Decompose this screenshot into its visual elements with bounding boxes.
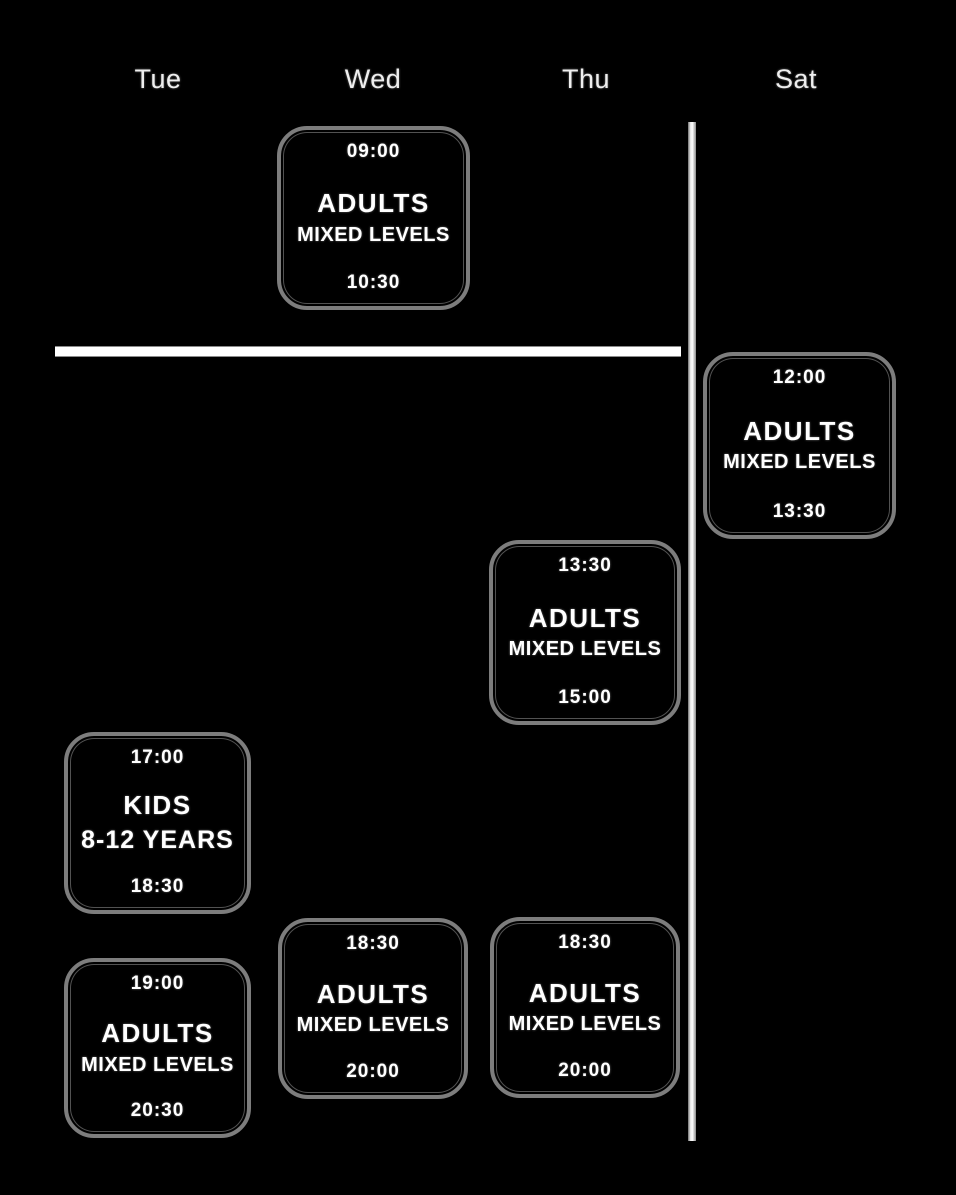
day-header-wed: Wed xyxy=(344,64,402,94)
class-subtitle: MIXED LEVELS xyxy=(296,1014,450,1037)
class-subtitle: 8-12 YEARS xyxy=(81,825,234,854)
day-header-sat: Sat xyxy=(774,64,818,94)
class-title: ADULTS xyxy=(316,978,430,1009)
class-card-thu-1830: 18:30 ADULTS MIXED LEVELS 20:00 xyxy=(490,917,680,1098)
class-info: ADULTS MIXED LEVELS xyxy=(297,980,450,1038)
morning-row-divider-line xyxy=(55,346,681,357)
class-title: ADULTS xyxy=(317,188,430,219)
class-start-time: 13:30 xyxy=(558,555,612,576)
class-end-time: 15:00 xyxy=(558,687,612,709)
class-info: ADULTS MIXED LEVELS xyxy=(297,189,450,247)
class-start-time: 18:30 xyxy=(558,932,612,953)
class-end-time: 10:30 xyxy=(346,272,401,294)
class-info: ADULTS MIXED LEVELS xyxy=(509,979,662,1037)
class-info: ADULTS MIXED LEVELS xyxy=(723,417,876,475)
class-start-time: 17:00 xyxy=(130,747,185,768)
class-start-time: 12:00 xyxy=(772,367,827,388)
class-end-time: 20:00 xyxy=(558,1060,612,1082)
class-subtitle: MIXED LEVELS xyxy=(723,451,876,474)
saturday-column-divider-line xyxy=(688,122,696,1141)
class-start-time: 18:30 xyxy=(346,933,400,954)
day-header-tue: Tue xyxy=(134,64,182,94)
class-title: ADULTS xyxy=(528,977,642,1008)
class-card-wed-1830: 18:30 ADULTS MIXED LEVELS 20:00 xyxy=(278,918,468,1099)
class-card-wed-0900: 09:00 ADULTS MIXED LEVELS 10:30 xyxy=(277,126,470,310)
day-header-thu: Thu xyxy=(561,64,611,94)
class-info: ADULTS MIXED LEVELS xyxy=(81,1019,234,1077)
class-title: ADULTS xyxy=(528,602,642,633)
class-info: KIDS 8-12 YEARS xyxy=(81,791,234,854)
class-card-sat-1200: 12:00 ADULTS MIXED LEVELS 13:30 xyxy=(703,352,896,539)
class-title: KIDS xyxy=(123,790,192,821)
class-title: ADULTS xyxy=(743,415,856,446)
class-start-time: 19:00 xyxy=(130,973,185,994)
class-subtitle: MIXED LEVELS xyxy=(508,638,662,661)
class-end-time: 13:30 xyxy=(772,501,827,523)
class-subtitle: MIXED LEVELS xyxy=(297,223,450,246)
class-info: ADULTS MIXED LEVELS xyxy=(509,604,662,662)
class-card-tue-1700-kids: 17:00 KIDS 8-12 YEARS 18:30 xyxy=(64,732,251,914)
class-end-time: 18:30 xyxy=(130,876,185,898)
class-subtitle: MIXED LEVELS xyxy=(508,1013,662,1036)
class-end-time: 20:30 xyxy=(130,1100,185,1122)
class-end-time: 20:00 xyxy=(346,1061,400,1083)
class-card-tue-1900: 19:00 ADULTS MIXED LEVELS 20:30 xyxy=(64,958,251,1138)
class-card-thu-1330: 13:30 ADULTS MIXED LEVELS 15:00 xyxy=(489,540,681,725)
class-start-time: 09:00 xyxy=(346,141,401,162)
class-subtitle: MIXED LEVELS xyxy=(81,1053,234,1076)
class-title: ADULTS xyxy=(101,1018,214,1049)
